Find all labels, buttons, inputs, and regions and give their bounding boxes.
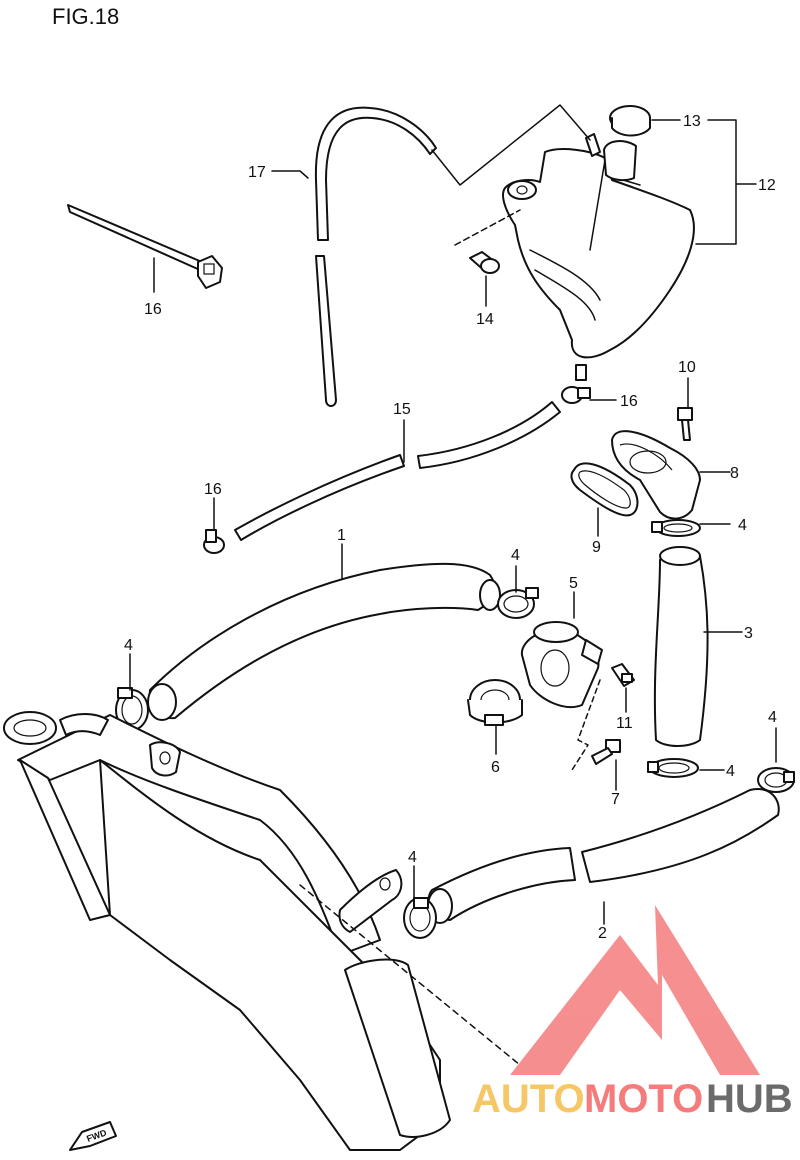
fwd-arrow-badge: FWD [69, 1121, 117, 1151]
callout-6: 6 [491, 759, 500, 776]
callout-17: 17 [248, 164, 266, 181]
watermark-triangle-icon [510, 905, 760, 1075]
callout-4-a: 4 [738, 517, 747, 534]
water-outlet-5 [520, 621, 603, 709]
callout-4-e: 4 [768, 709, 777, 726]
radiator-hose-2 [427, 788, 780, 924]
reservoir-cap-13 [609, 105, 651, 137]
leader-radiator [299, 884, 521, 1066]
callout-10: 10 [678, 359, 696, 376]
hose-clamp-4-f [403, 897, 437, 939]
temp-sensor-11 [611, 663, 635, 687]
bolt-10 [677, 407, 693, 441]
callout-8: 8 [730, 465, 739, 482]
callout-16-a: 16 [144, 301, 162, 318]
hose-clamp-4-e [757, 767, 795, 793]
figure-title: FIG.18 [52, 4, 119, 29]
callout-4-c: 4 [124, 637, 133, 654]
callout-9: 9 [592, 539, 601, 556]
watermark-text-hub: HUB [706, 1077, 793, 1121]
callout-4-f: 4 [408, 849, 417, 866]
callout-16-c: 16 [204, 481, 222, 498]
hose-clamp-4-b [497, 587, 539, 619]
thermostat-cover-8 [611, 430, 701, 520]
o-ring-9 [570, 462, 639, 517]
callout-4-d: 4 [726, 763, 735, 780]
callout-1: 1 [337, 527, 346, 544]
watermark-text-auto: AUTO [472, 1077, 585, 1121]
callout-3: 3 [744, 625, 753, 642]
callout-15: 15 [393, 401, 411, 418]
leader-14-dashed [454, 209, 521, 246]
clamp-16-right [561, 386, 591, 404]
callout-7: 7 [611, 791, 620, 808]
bolt-7 [591, 739, 621, 765]
callout-2: 2 [598, 925, 607, 942]
cable-tie-16 [67, 204, 223, 289]
radiator-hose-1 [147, 562, 501, 721]
callout-5: 5 [569, 575, 578, 592]
bypass-hose-3 [653, 546, 709, 747]
callout-4-b: 4 [511, 547, 520, 564]
watermark-logo [510, 905, 760, 1075]
callout-16-b: 16 [620, 393, 638, 410]
watermark-text-moto: MOTO [584, 1077, 703, 1121]
callout-14: 14 [476, 311, 494, 328]
overflow-hose-15 [234, 401, 561, 541]
breather-hose-17 [314, 106, 437, 407]
leader-7-dashed [571, 679, 601, 771]
hose-clamp-4-c [651, 519, 701, 537]
callout-11: 11 [616, 715, 633, 732]
hose-clamp-4-d [647, 758, 699, 778]
reservoir-tank-12 [502, 133, 695, 381]
radiator [3, 711, 451, 1151]
clamp-16-left [203, 529, 225, 554]
bolt-14 [469, 251, 500, 274]
callout-13: 13 [683, 113, 701, 130]
thermostat-6 [467, 679, 523, 726]
callout-12: 12 [758, 177, 776, 194]
callout-leaders [129, 119, 777, 925]
leader-17-tank [431, 104, 591, 186]
